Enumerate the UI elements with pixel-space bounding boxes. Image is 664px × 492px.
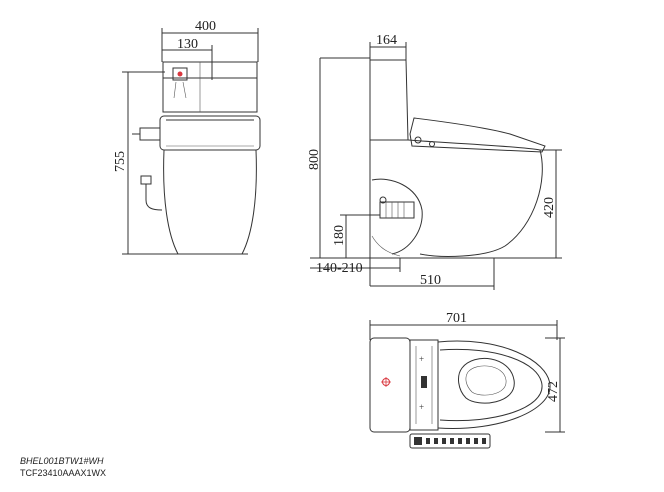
dim-side-seat-height: 420 <box>542 197 557 218</box>
top-view: 701 472 + + <box>369 311 565 449</box>
dim-front-offset: 130 <box>177 37 198 52</box>
side-view: 164 800 420 180 <box>307 33 562 290</box>
dim-side-rough-in: 140-210 <box>316 261 363 276</box>
dim-front-height: 755 <box>113 151 128 172</box>
dim-side-outlet-height: 180 <box>332 225 347 246</box>
front-view: 400 130 755 <box>113 19 261 255</box>
dim-side-base-depth: 510 <box>420 273 441 288</box>
model-number-2: TCF23410AAAX1WX <box>20 468 107 478</box>
dim-side-height: 800 <box>307 149 322 170</box>
svg-text:+: + <box>419 354 424 364</box>
svg-text:+: + <box>419 402 424 412</box>
dim-top-length: 701 <box>446 311 467 326</box>
dim-front-width: 400 <box>195 19 216 34</box>
dim-side-depth-top: 164 <box>376 33 397 48</box>
dim-top-width: 472 <box>546 381 561 402</box>
model-number-1: BHEL001BTW1#WH <box>20 456 104 466</box>
